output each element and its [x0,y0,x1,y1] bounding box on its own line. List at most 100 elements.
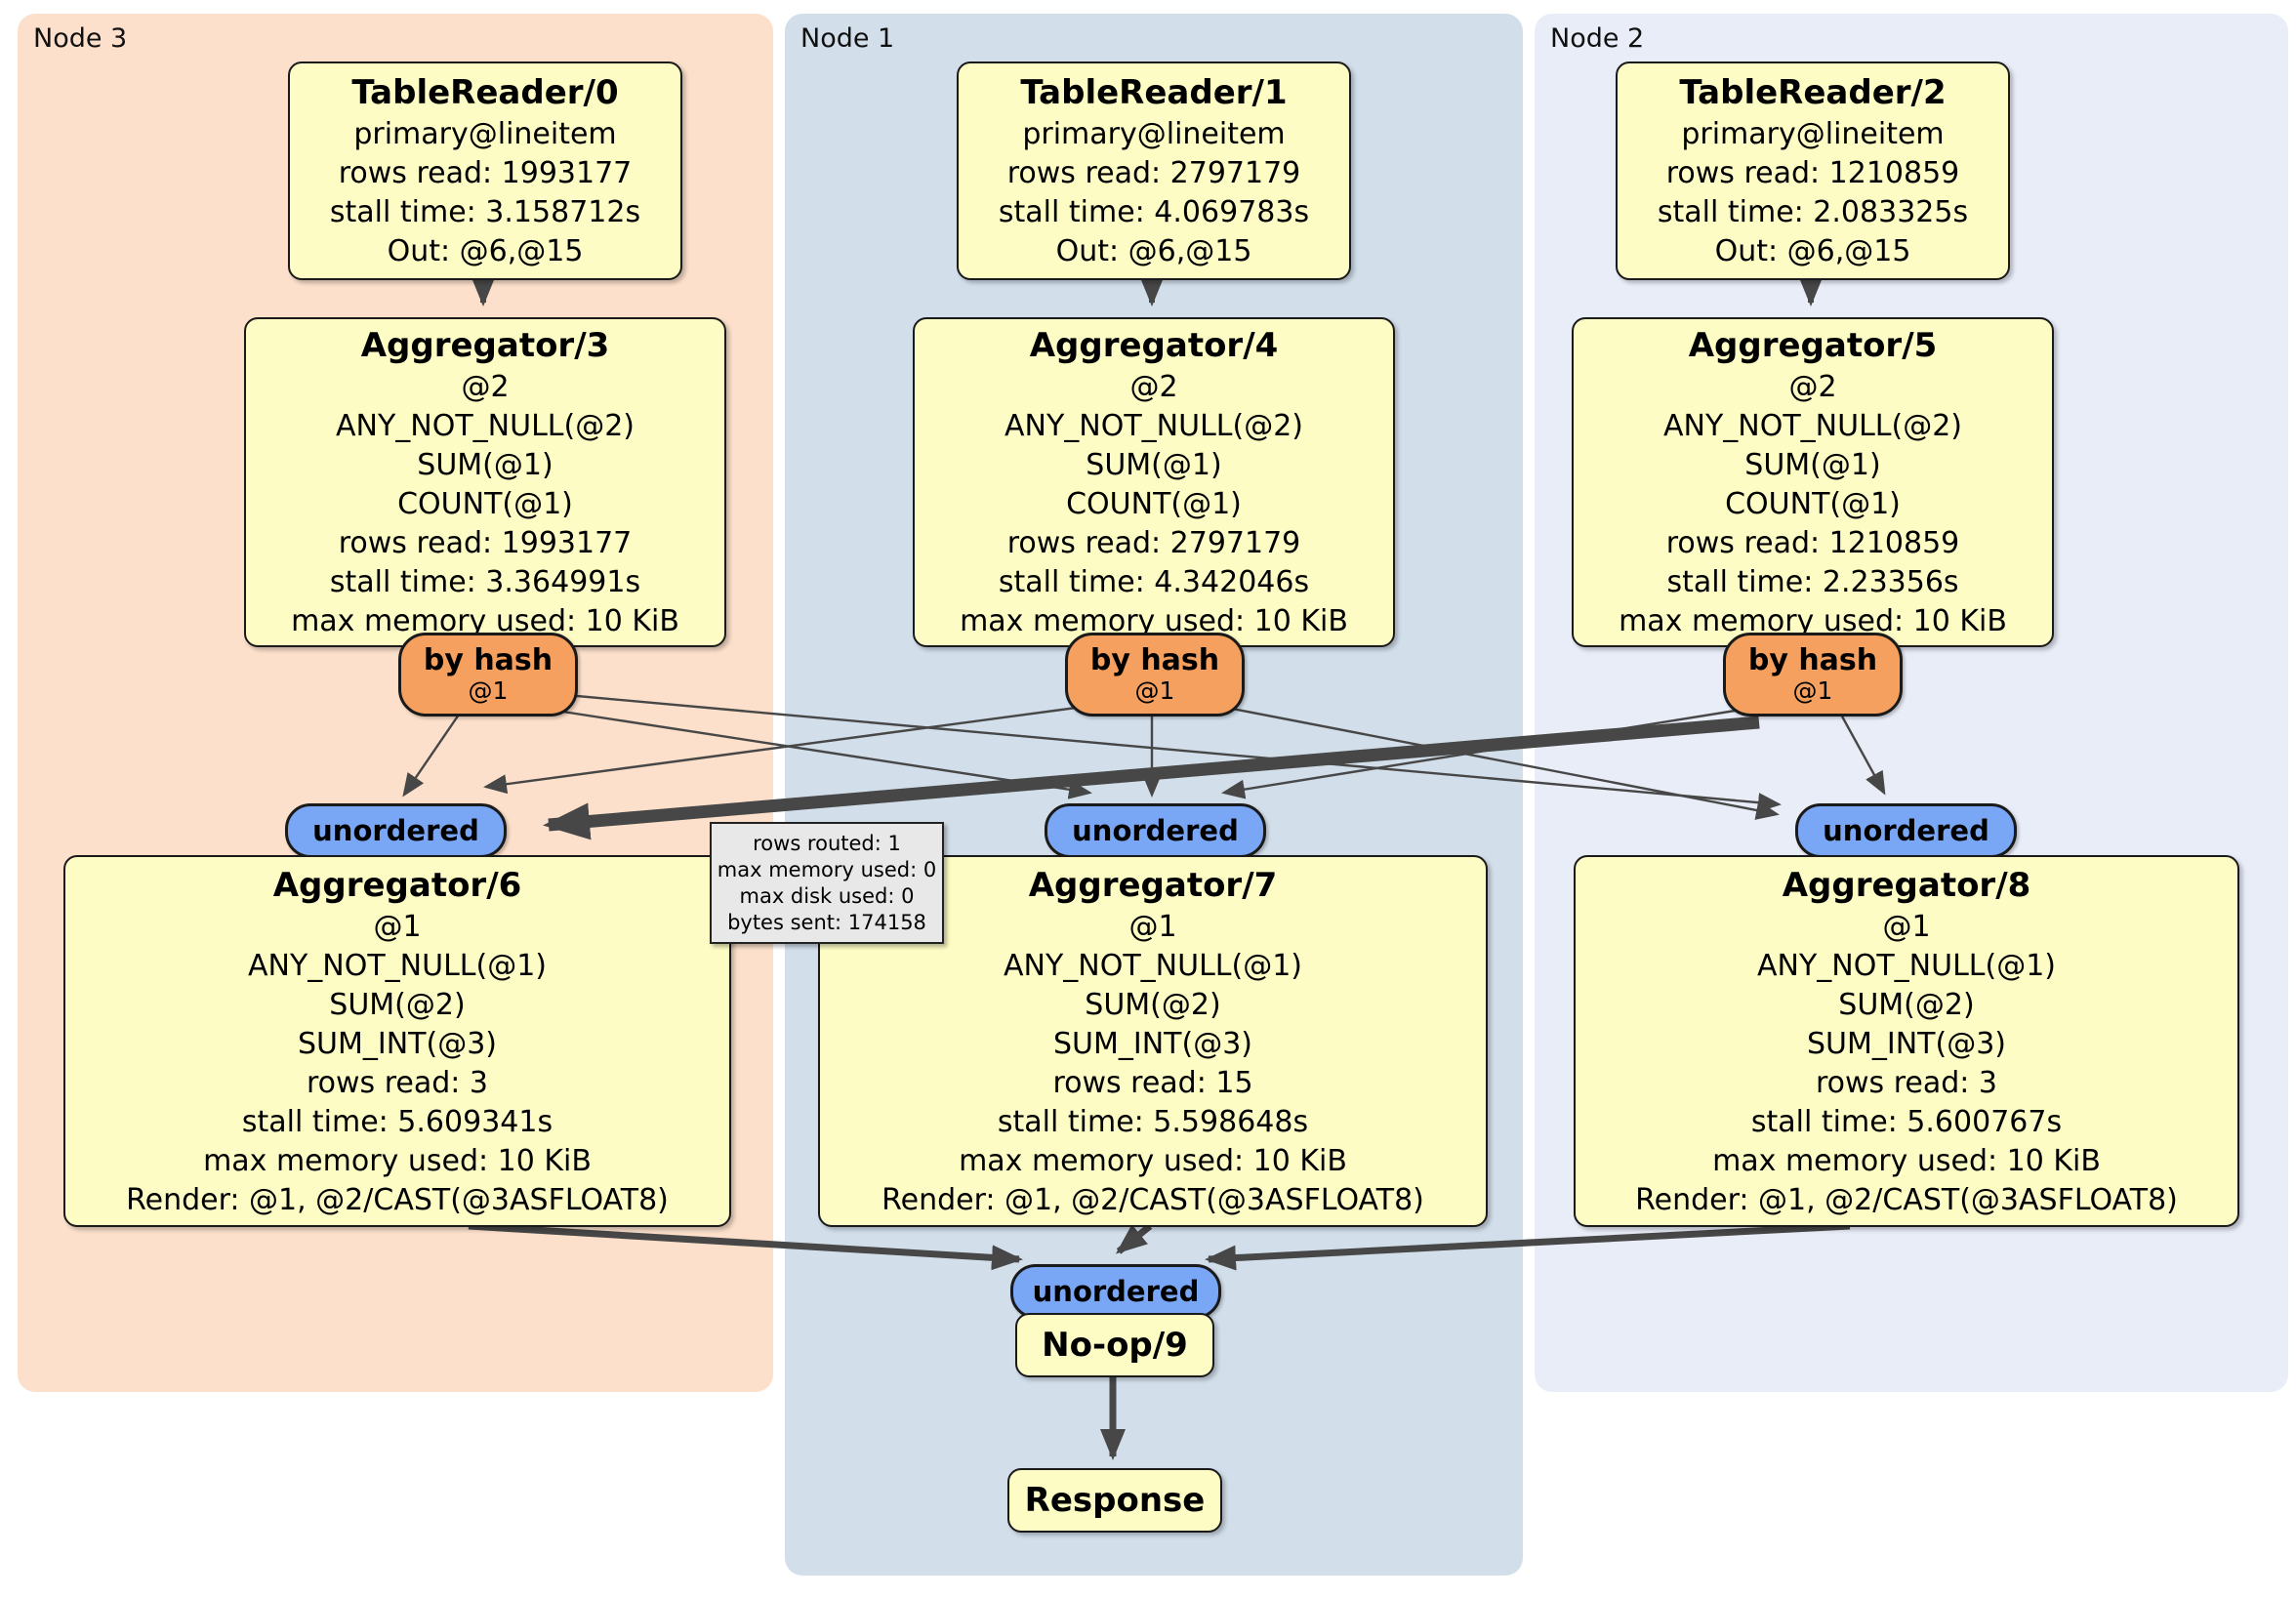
node-aggregator-3[interactable]: Aggregator/3 @2 ANY_NOT_NULL(@2) SUM(@1)… [244,317,726,647]
node-detail: COUNT(@1) [1725,487,1901,521]
node-detail: Out: @6,@15 [387,234,584,268]
node-detail: stall time: 4.342046s [998,565,1310,599]
node-title: No-op/9 [1042,1326,1188,1365]
node-detail: @2 [1129,370,1178,404]
node-title: TableReader/0 [351,73,619,112]
node-detail: rows read: 3 [1815,1065,1998,1100]
node-detail: @1 [373,909,422,944]
region-node2-label: Node 2 [1550,23,1645,54]
node-title: Aggregator/5 [1688,326,1938,365]
node-detail: COUNT(@1) [397,487,573,521]
sync-label: unordered [1823,814,1989,847]
sync-unordered-final[interactable]: unordered [1010,1264,1221,1319]
node-detail: stall time: 5.598648s [997,1104,1309,1139]
node-response[interactable]: Response [1007,1468,1222,1533]
node-tablereader-2[interactable]: TableReader/2 primary@lineitem rows read… [1616,61,2010,280]
router-label: by hash [1747,643,1878,677]
region-node1-label: Node 1 [800,23,895,54]
node-title: Response [1024,1481,1206,1520]
node-detail: SUM(@1) [1086,448,1222,482]
node-detail: SUM_INT(@3) [1053,1026,1252,1061]
node-detail: @2 [461,370,510,404]
sync-label: unordered [1032,1275,1200,1308]
node-detail: ANY_NOT_NULL(@1) [1757,948,2056,983]
node-detail: ANY_NOT_NULL(@1) [248,948,547,983]
node-title: Aggregator/6 [272,865,522,905]
node-detail: stall time: 5.609341s [241,1104,554,1139]
node-detail: @2 [1788,370,1837,404]
node-detail: stall time: 2.083325s [1657,195,1969,229]
node-detail: rows read: 2797179 [1006,526,1301,560]
node-detail: max memory used: 10 KiB [959,1143,1347,1178]
node-title: Aggregator/3 [360,326,610,365]
node-detail: primary@lineitem [1681,117,1945,151]
node-detail: Out: @6,@15 [1055,234,1252,268]
sync-label: unordered [1072,814,1239,847]
tooltip-max-memory: max memory used: 0 [717,857,937,881]
node-detail: rows read: 15 [1052,1065,1253,1100]
node-tablereader-0[interactable]: TableReader/0 primary@lineitem rows read… [288,61,682,280]
router-by-hash-node2[interactable]: by hash @1 [1723,633,1903,717]
node-detail: @1 [1882,909,1931,944]
node-detail: ANY_NOT_NULL(@2) [1004,409,1303,443]
node-title: Aggregator/7 [1028,865,1278,905]
node-detail: stall time: 3.364991s [329,565,641,599]
node-title: Aggregator/4 [1029,326,1279,365]
node-detail: rows read: 1993177 [338,156,633,190]
node-aggregator-5[interactable]: Aggregator/5 @2 ANY_NOT_NULL(@2) SUM(@1)… [1572,317,2054,647]
node-detail: max memory used: 10 KiB [203,1143,592,1178]
node-detail: SUM(@2) [1085,987,1221,1022]
sync-unordered-node2[interactable]: unordered [1795,803,2017,858]
router-by-hash-node3[interactable]: by hash @1 [398,633,578,717]
node-detail: ANY_NOT_NULL(@2) [336,409,635,443]
router-label: by hash [1089,643,1220,677]
node-title: Aggregator/8 [1782,865,2031,905]
node-detail: SUM(@2) [1838,987,1975,1022]
node-detail: stall time: 2.23356s [1666,565,1959,599]
tooltip-bytes-sent: bytes sent: 174158 [727,910,926,934]
node-detail: primary@lineitem [1022,117,1286,151]
node-detail: primary@lineitem [353,117,617,151]
node-detail: max memory used: 10 KiB [1712,1143,2101,1178]
node-aggregator-6[interactable]: Aggregator/6 @1 ANY_NOT_NULL(@1) SUM(@2)… [63,855,731,1227]
node-detail: COUNT(@1) [1066,487,1242,521]
node-detail: stall time: 5.600767s [1750,1104,2063,1139]
node-title: TableReader/2 [1679,73,1947,112]
node-detail: SUM(@2) [329,987,466,1022]
node-detail: rows read: 3 [306,1065,489,1100]
node-detail: stall time: 3.158712s [329,195,641,229]
node-detail: @1 [1128,909,1177,944]
node-aggregator-4[interactable]: Aggregator/4 @2 ANY_NOT_NULL(@2) SUM(@1)… [913,317,1395,647]
router-by-hash-node1[interactable]: by hash @1 [1065,633,1245,717]
node-detail: SUM_INT(@3) [1807,1026,2006,1061]
node-detail: Out: @6,@15 [1714,234,1911,268]
router-columns: @1 [1134,676,1175,705]
node-detail: SUM_INT(@3) [298,1026,497,1061]
node-noop-9[interactable]: No-op/9 [1015,1313,1214,1377]
tooltip-rows-routed: rows routed: 1 [753,831,901,855]
node-detail: rows read: 1993177 [338,526,633,560]
node-detail: Render: @1, @2/CAST(@3ASFLOAT8) [882,1182,1424,1217]
sync-label: unordered [312,814,479,847]
node-detail: rows read: 1210859 [1665,156,1960,190]
node-detail: SUM(@1) [417,448,554,482]
node-detail: Render: @1, @2/CAST(@3ASFLOAT8) [126,1182,669,1217]
edge-stats-tooltip: rows routed: 1 max memory used: 0 max di… [710,822,944,944]
node-tablereader-1[interactable]: TableReader/1 primary@lineitem rows read… [957,61,1351,280]
tooltip-max-disk: max disk used: 0 [739,883,915,908]
router-label: by hash [423,643,554,677]
node-detail: ANY_NOT_NULL(@1) [1004,948,1302,983]
region-node3-label: Node 3 [33,23,128,54]
node-title: TableReader/1 [1020,73,1288,112]
sync-unordered-node3[interactable]: unordered [285,803,507,858]
sync-unordered-node1[interactable]: unordered [1045,803,1266,858]
node-detail: stall time: 4.069783s [998,195,1310,229]
node-detail: ANY_NOT_NULL(@2) [1663,409,1962,443]
node-detail: rows read: 2797179 [1006,156,1301,190]
node-detail: rows read: 1210859 [1665,526,1960,560]
node-aggregator-8[interactable]: Aggregator/8 @1 ANY_NOT_NULL(@1) SUM(@2)… [1574,855,2239,1227]
router-columns: @1 [468,676,509,705]
router-columns: @1 [1792,676,1833,705]
node-detail: Render: @1, @2/CAST(@3ASFLOAT8) [1635,1182,2178,1217]
